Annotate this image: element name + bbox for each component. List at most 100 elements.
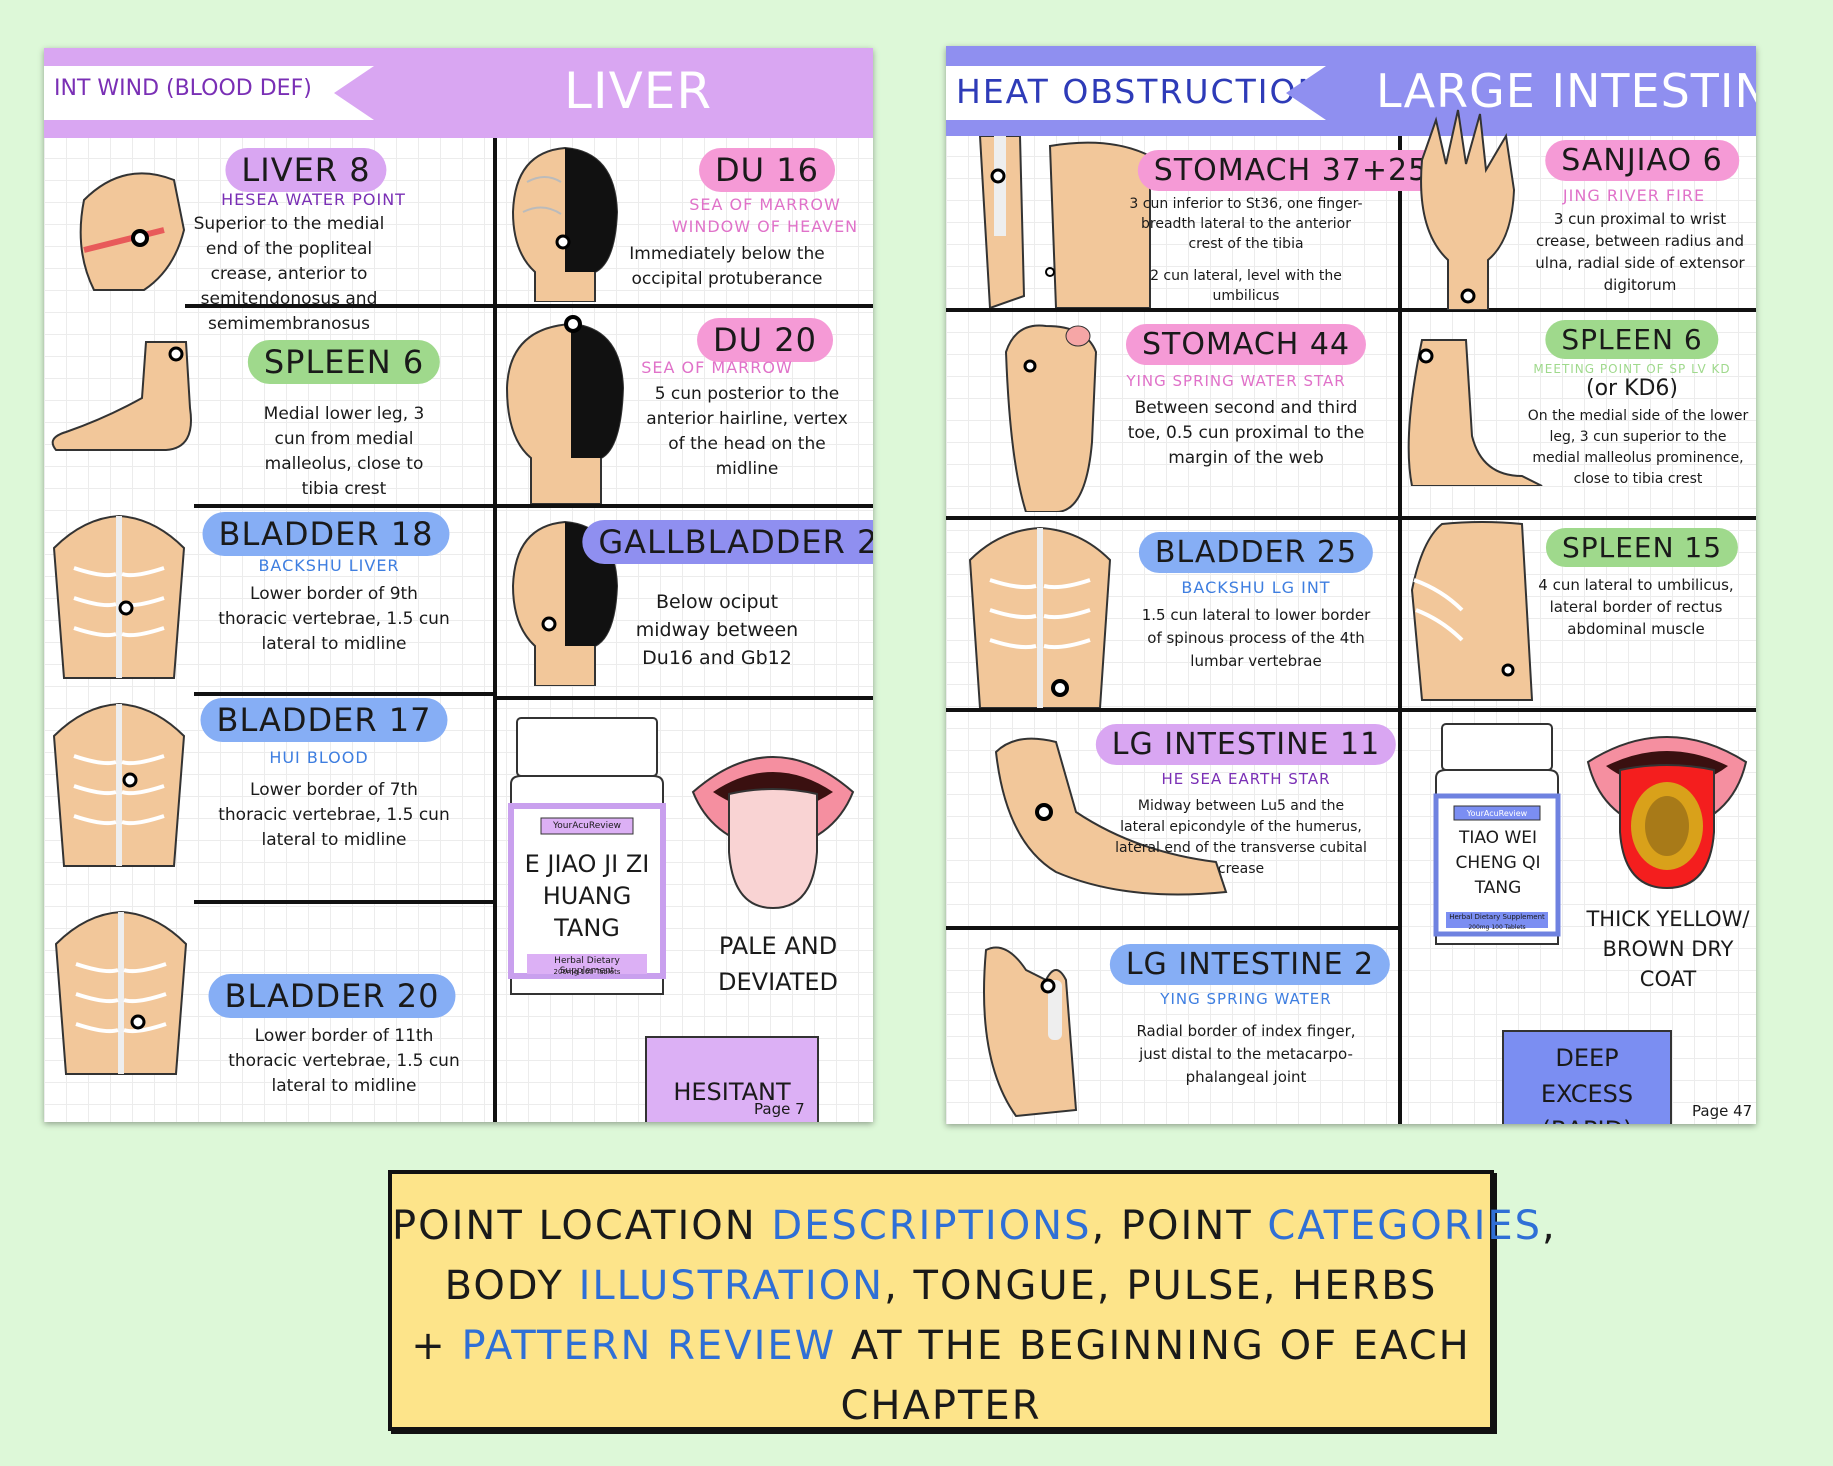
row-divider bbox=[493, 504, 873, 508]
head-illustration bbox=[511, 146, 619, 302]
point-bladder-17: BLADDER 17 HUI BLOOD Lower border of 7th… bbox=[44, 696, 493, 900]
point-name-badge: LIVER 8 bbox=[225, 148, 387, 192]
point-description-secondary: 2 cun lateral, level with the umbilicus bbox=[1150, 268, 1342, 304]
point-categories: YING SPRING WATER bbox=[1160, 990, 1332, 1008]
point-liver-8: LIVER 8 HESEA WATER POINT Superior to th… bbox=[44, 138, 493, 334]
tongue-illustration bbox=[1586, 736, 1748, 890]
point-du-16: DU 16 SEA OF MARROW WINDOW OF HEAVEN Imm… bbox=[497, 138, 873, 304]
point-sanjiao-6: SANJIAO 6 JING RIVER FIRE 3 cun proximal… bbox=[1402, 109, 1756, 310]
herb-meta: 200mg 100 Tablets bbox=[553, 968, 621, 976]
foot-illustration bbox=[1407, 339, 1543, 486]
foot-top-illustration bbox=[1004, 324, 1098, 512]
column-divider bbox=[493, 138, 497, 1122]
point-gallbladder-20: GALLBLADDER 20 Below ociput midway betwe… bbox=[497, 508, 873, 696]
herb-subtitle: Herbal Dietary Supplement bbox=[554, 956, 620, 976]
point-description: Lower border of 7th thoracic vertebrae, … bbox=[218, 780, 450, 850]
page-number: Page 7 bbox=[754, 1100, 805, 1118]
point-categories: HESEA WATER POINT bbox=[221, 190, 406, 209]
point-description: 5 cun posterior to the anterior hairline… bbox=[646, 384, 848, 479]
point-categories: BACKSHU LG INT bbox=[1181, 578, 1331, 597]
point-du-20: DU 20 SEA OF MARROW 5 cun posterior to t… bbox=[497, 308, 873, 504]
page-title: LARGE INTESTINE bbox=[1376, 64, 1756, 118]
pattern-ribbon-text: HEAT OBSTRUCTION bbox=[956, 72, 1325, 111]
point-bladder-25: BLADDER 25 BACKSHU LG INT 1.5 cun latera… bbox=[946, 520, 1398, 708]
point-description: Midway between Lu5 and the lateral epico… bbox=[1115, 798, 1367, 877]
herb-subtitle: Herbal Dietary Supplement bbox=[1449, 913, 1545, 921]
pattern-ribbon: INT WIND (BLOOD DEF) bbox=[44, 66, 374, 120]
point-description: Medial lower leg, 3 cun from medial mall… bbox=[263, 404, 425, 499]
point-name-badge: BLADDER 18 bbox=[202, 512, 450, 556]
point-spleen-6: SPLEEN 6 Medial lower leg, 3 cun from me… bbox=[44, 308, 493, 504]
point-description: 3 cun proximal to wrist crease, between … bbox=[1535, 210, 1745, 294]
herb-meta: 200mg 100 Tablets bbox=[1468, 924, 1526, 931]
point-name-badge: SANJIAO 6 bbox=[1545, 140, 1739, 181]
features-caption: POINT LOCATION DESCRIPTIONS, POINT CATEG… bbox=[388, 1170, 1555, 1431]
point-description: Below ociput midway between Du16 and Gb1… bbox=[635, 591, 799, 669]
back-illustration bbox=[54, 910, 188, 1075]
herb-name: TIAO WEI CHENG QI TANG bbox=[1455, 828, 1541, 898]
row-divider bbox=[946, 926, 1398, 930]
point-name-badge: BLADDER 20 bbox=[208, 974, 456, 1018]
caption-line-2: BODY ILLUSTRATION, TONGUE, PULSE, HERBS bbox=[392, 1256, 1490, 1316]
point-categories: MEETING POINT OF SP LV KD bbox=[1533, 362, 1731, 376]
page-header: HEAT OBSTRUCTION LARGE INTESTINE bbox=[946, 46, 1756, 136]
point-description: Between second and third toe, 0.5 cun pr… bbox=[1127, 398, 1365, 468]
finger-illustration bbox=[983, 946, 1078, 1118]
herb-name: E JIAO JI ZI HUANG TANG bbox=[524, 850, 650, 942]
herb-brand: YourAcuReview bbox=[553, 821, 621, 831]
page-number: Page 47 bbox=[1692, 1102, 1753, 1120]
tongue-description: THICK YELLOW/ BROWN DRY COAT bbox=[1586, 907, 1750, 991]
caption-text: BODY bbox=[444, 1263, 579, 1309]
point-alternative: (or KD6) bbox=[1585, 376, 1679, 401]
point-categories: SEA OF MARROW WINDOW OF HEAVEN bbox=[671, 195, 859, 236]
point-description: 1.5 cun lateral to lower border of spino… bbox=[1141, 606, 1371, 670]
page-title: LIVER bbox=[564, 62, 713, 120]
point-name-badge: SPLEEN 6 bbox=[247, 340, 441, 384]
herb-tongue-pulse-panel: YourAcuReview E JIAO JI ZI HUANG TANG He… bbox=[497, 700, 873, 1122]
back-illustration bbox=[968, 526, 1112, 708]
foot-illustration bbox=[51, 341, 192, 451]
point-name-badge: DU 16 bbox=[699, 148, 835, 192]
caption-line-4: CHAPTER bbox=[840, 1383, 1042, 1429]
pulse-box: DEEP EXCESS (RAPID) bbox=[1502, 1030, 1672, 1124]
point-stomach-37-25: STOMACH 37+25 3 cun inferior to St36, on… bbox=[946, 136, 1445, 308]
point-name-badge: GALLBLADDER 20 bbox=[582, 520, 873, 564]
point-description: 3 cun inferior to St36, one finger-bread… bbox=[1129, 196, 1363, 252]
point-categories: HE SEA EARTH STAR bbox=[1161, 770, 1331, 788]
tongue-illustration bbox=[691, 756, 855, 910]
point-description: Superior to the medial end of the poplit… bbox=[193, 214, 385, 334]
caption-highlight: PATTERN REVIEW bbox=[461, 1323, 837, 1369]
point-categories: SEA OF MARROW bbox=[641, 358, 793, 377]
point-categories: JING RIVER FIRE bbox=[1562, 186, 1706, 205]
point-description: On the medial side of the lower leg, 3 c… bbox=[1527, 408, 1749, 487]
herb-brand: YourAcuReview bbox=[1466, 809, 1528, 818]
pattern-ribbon: HEAT OBSTRUCTION bbox=[946, 66, 1326, 120]
caption-text: , POINT bbox=[1091, 1203, 1268, 1249]
caption-highlight: ILLUSTRATION bbox=[578, 1263, 885, 1309]
back-illustration bbox=[52, 514, 186, 679]
row-divider bbox=[493, 696, 873, 700]
point-spleen-15: SPLEEN 15 4 cun lateral to umbilicus, la… bbox=[1402, 520, 1756, 708]
point-name-badge: LG INTESTINE 2 bbox=[1109, 944, 1391, 985]
herb-bottle-illustration bbox=[1433, 723, 1561, 945]
point-bladder-20: BLADDER 20 Lower border of 11th thoracic… bbox=[44, 904, 493, 1122]
caption-line-3: + PATTERN REVIEW AT THE BEGINNING OF EAC… bbox=[392, 1316, 1490, 1376]
point-spleen-6: SPLEEN 6 MEETING POINT OF SP LV KD (or K… bbox=[1402, 312, 1756, 516]
point-description: Lower border of 9th thoracic vertebrae, … bbox=[218, 584, 450, 654]
row-divider bbox=[946, 516, 1756, 520]
pattern-ribbon-text: INT WIND (BLOOD DEF) bbox=[54, 76, 312, 101]
herb-tongue-pulse-panel: YourAcuReview TIAO WEI CHENG QI TANG Her… bbox=[1402, 712, 1756, 1124]
leg-torso-illustration bbox=[978, 136, 1151, 308]
point-name-badge: SPLEEN 15 bbox=[1545, 528, 1739, 567]
row-divider bbox=[194, 900, 497, 904]
point-description: 4 cun lateral to umbilicus, lateral bord… bbox=[1538, 576, 1734, 638]
point-stomach-44: STOMACH 44 YING SPRING WATER STAR Betwee… bbox=[946, 312, 1398, 516]
tongue-description: PALE AND DEVIATED bbox=[718, 932, 838, 996]
point-lg-intestine-11: LG INTESTINE 11 HE SEA EARTH STAR Midway… bbox=[946, 712, 1398, 926]
arm-illustration bbox=[994, 737, 1228, 896]
torso-illustration bbox=[1410, 521, 1534, 701]
point-description: Radial border of index finger, just dist… bbox=[1136, 1022, 1356, 1086]
point-categories: BACKSHU LIVER bbox=[258, 556, 400, 575]
column-divider bbox=[1398, 136, 1402, 1124]
point-categories: YING SPRING WATER STAR bbox=[1126, 372, 1346, 390]
